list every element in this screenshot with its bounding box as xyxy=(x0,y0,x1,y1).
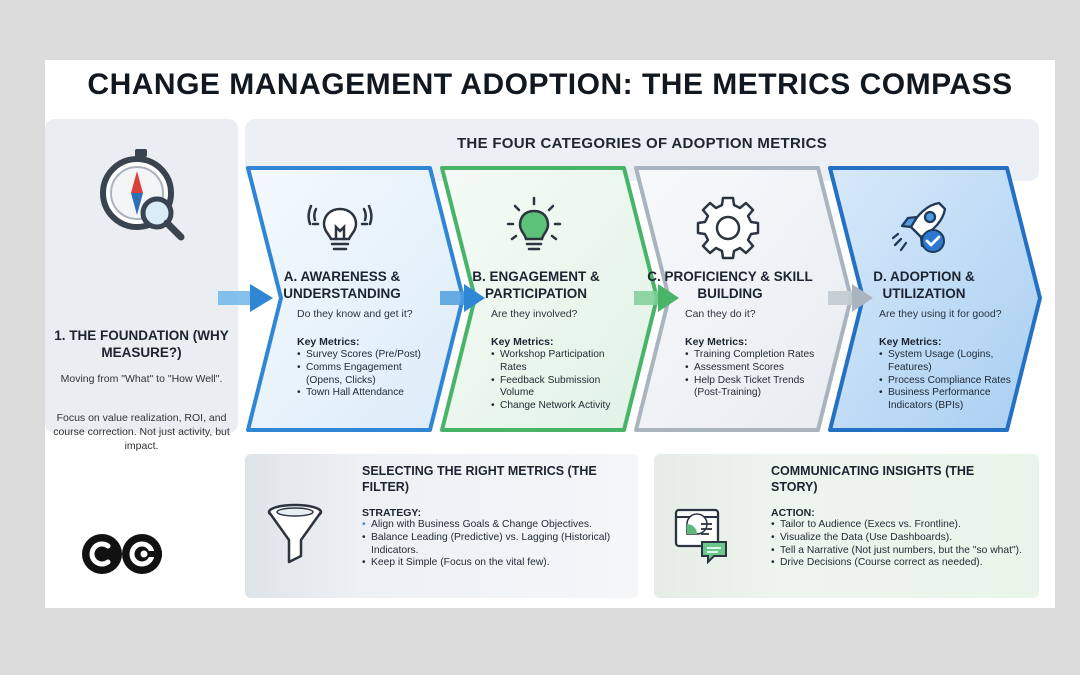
card-d-key-metrics-label: Key Metrics: xyxy=(879,336,942,348)
list-item: Change Network Activity xyxy=(491,400,633,413)
card-a-heading: A. AWARENESS & UNDERSTANDING xyxy=(283,269,401,301)
dashboard-chat-icon xyxy=(674,508,727,564)
list-item: Training Completion Rates xyxy=(685,349,827,362)
green-lightbulb-icon xyxy=(506,196,562,251)
list-item: Visualize the Data (Use Dashboards). xyxy=(771,532,1029,545)
list-item: Help Desk Ticket Trends (Post-Training) xyxy=(685,375,827,401)
communicating-title: COMMUNICATING INSIGHTS (THE STORY) xyxy=(771,464,975,494)
card-d-question: Are they using it for good? xyxy=(879,308,1002,320)
card-a-question: Do they know and get it? xyxy=(297,308,413,320)
arrow-a-to-b xyxy=(440,284,485,312)
arrow-foundation-to-a xyxy=(218,284,273,312)
list-item: Tell a Narrative (Not just numbers, but … xyxy=(771,545,1029,558)
card-b-heading: B. ENGAGEMENT & PARTICIPATION xyxy=(472,269,600,301)
list-item: Feedback Submission Volume xyxy=(491,375,633,401)
card-proficiency: C. PROFICIENCY & SKILL BUILDING Can they… xyxy=(640,165,820,433)
page-title: CHANGE MANAGEMENT ADOPTION: THE METRICS … xyxy=(87,68,1013,101)
card-c-metrics: Training Completion Rates Assessment Sco… xyxy=(685,349,827,400)
list-item: Workshop Participation Rates xyxy=(491,349,633,375)
lightbulb-icon xyxy=(307,204,373,251)
list-item: Align with Business Goals & Change Objec… xyxy=(362,519,632,532)
arrow-c-to-d xyxy=(828,284,873,312)
list-item: Assessment Scores xyxy=(685,362,827,375)
card-c-question: Can they do it? xyxy=(685,308,756,320)
card-c-heading: C. PROFICIENCY & SKILL BUILDING xyxy=(647,269,813,301)
list-item: Business Performance Indicators (BPIs) xyxy=(879,387,1021,413)
foundation-text-2: Focus on value realization, ROI, and cou… xyxy=(53,412,230,452)
list-item: Survey Scores (Pre/Post) xyxy=(297,349,439,362)
foundation-text-1: Moving from "What" to "How Well". xyxy=(60,373,223,385)
list-item: Balance Leading (Predictive) vs. Lagging… xyxy=(362,532,632,558)
card-awareness: A. AWARENESS & UNDERSTANDING Do they kno… xyxy=(252,165,432,433)
compass-magnifier-icon xyxy=(100,149,185,241)
card-engagement: B. ENGAGEMENT & PARTICIPATION Are they i… xyxy=(446,165,626,433)
foundation-heading: 1. THE FOUNDATION (WHY MEASURE?) xyxy=(54,328,229,360)
selecting-strategy-label: STRATEGY: xyxy=(362,507,422,519)
list-item: Keep it Simple (Focus on the vital few). xyxy=(362,557,632,570)
funnel-icon xyxy=(267,503,323,564)
card-d-heading: D. ADOPTION & UTILIZATION xyxy=(873,269,975,301)
infographic-canvas: CHANGE MANAGEMENT ADOPTION: THE METRICS … xyxy=(45,60,1055,608)
card-c-key-metrics-label: Key Metrics: xyxy=(685,336,748,348)
card-b-question: Are they involved? xyxy=(491,308,578,320)
card-d-metrics: System Usage (Logins, Features) Process … xyxy=(879,349,1021,413)
card-b-metrics: Workshop Participation Rates Feedback Su… xyxy=(491,349,633,413)
communicating-action-label: ACTION: xyxy=(771,507,815,519)
list-item: Town Hall Attendance xyxy=(297,387,439,400)
foundation-panel: 1. THE FOUNDATION (WHY MEASURE?) Moving … xyxy=(45,119,238,452)
arrow-b-to-c xyxy=(634,284,679,312)
card-adoption: D. ADOPTION & UTILIZATION Are they using… xyxy=(834,165,1014,433)
list-item: Tailor to Audience (Execs vs. Frontline)… xyxy=(771,519,1029,532)
card-b-key-metrics-label: Key Metrics: xyxy=(491,336,554,348)
co-logo xyxy=(82,534,162,574)
communicating-list: Tailor to Audience (Execs vs. Frontline)… xyxy=(771,519,1029,570)
selecting-list: Align with Business Goals & Change Objec… xyxy=(362,519,632,570)
selecting-metrics-panel: SELECTING THE RIGHT METRICS (THE FILTER)… xyxy=(245,454,638,598)
list-item: Process Compliance Rates xyxy=(879,375,1021,388)
card-a-key-metrics-label: Key Metrics: xyxy=(297,336,360,348)
selecting-title: SELECTING THE RIGHT METRICS (THE FILTER) xyxy=(362,464,597,494)
categories-title: THE FOUR CATEGORIES OF ADOPTION METRICS xyxy=(456,135,828,152)
list-item: Drive Decisions (Course correct as neede… xyxy=(771,557,1029,570)
communicating-insights-panel: COMMUNICATING INSIGHTS (THE STORY) ACTIO… xyxy=(654,454,1039,598)
list-item: System Usage (Logins, Features) xyxy=(879,349,1021,375)
list-item: Comms Engagement (Opens, Clicks) xyxy=(297,362,439,388)
card-a-metrics: Survey Scores (Pre/Post) Comms Engagemen… xyxy=(297,349,439,400)
rocket-icon xyxy=(891,201,947,253)
gear-icon xyxy=(696,196,760,260)
